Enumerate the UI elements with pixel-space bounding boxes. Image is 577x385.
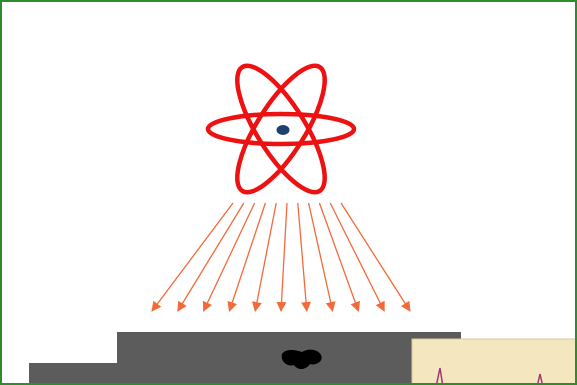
radiation-ray-arrow xyxy=(276,202,288,312)
atom-nucleus xyxy=(276,125,290,135)
defect-flaw xyxy=(281,349,322,370)
atom-orbit xyxy=(235,63,327,195)
detector-inset xyxy=(411,338,575,383)
radiation-ray-arrow xyxy=(297,202,312,312)
atom-orbit xyxy=(205,111,357,147)
radiation-ray-arrow xyxy=(202,202,256,312)
radiation-ray-arrow xyxy=(340,202,411,312)
radiation-ray-arrow xyxy=(227,202,267,312)
atom-orbit xyxy=(235,63,327,195)
radiation-rays xyxy=(151,202,411,312)
radiation-ray-arrow xyxy=(252,202,277,312)
radiation-ray-arrow xyxy=(318,202,361,312)
atom-icon xyxy=(205,63,357,195)
test-object xyxy=(29,332,461,383)
radiation-ray-arrow xyxy=(329,202,385,312)
radiation-ray-arrow xyxy=(307,202,336,312)
radiation-ray-arrow xyxy=(177,202,245,312)
radiation-ray-arrow xyxy=(151,202,234,312)
